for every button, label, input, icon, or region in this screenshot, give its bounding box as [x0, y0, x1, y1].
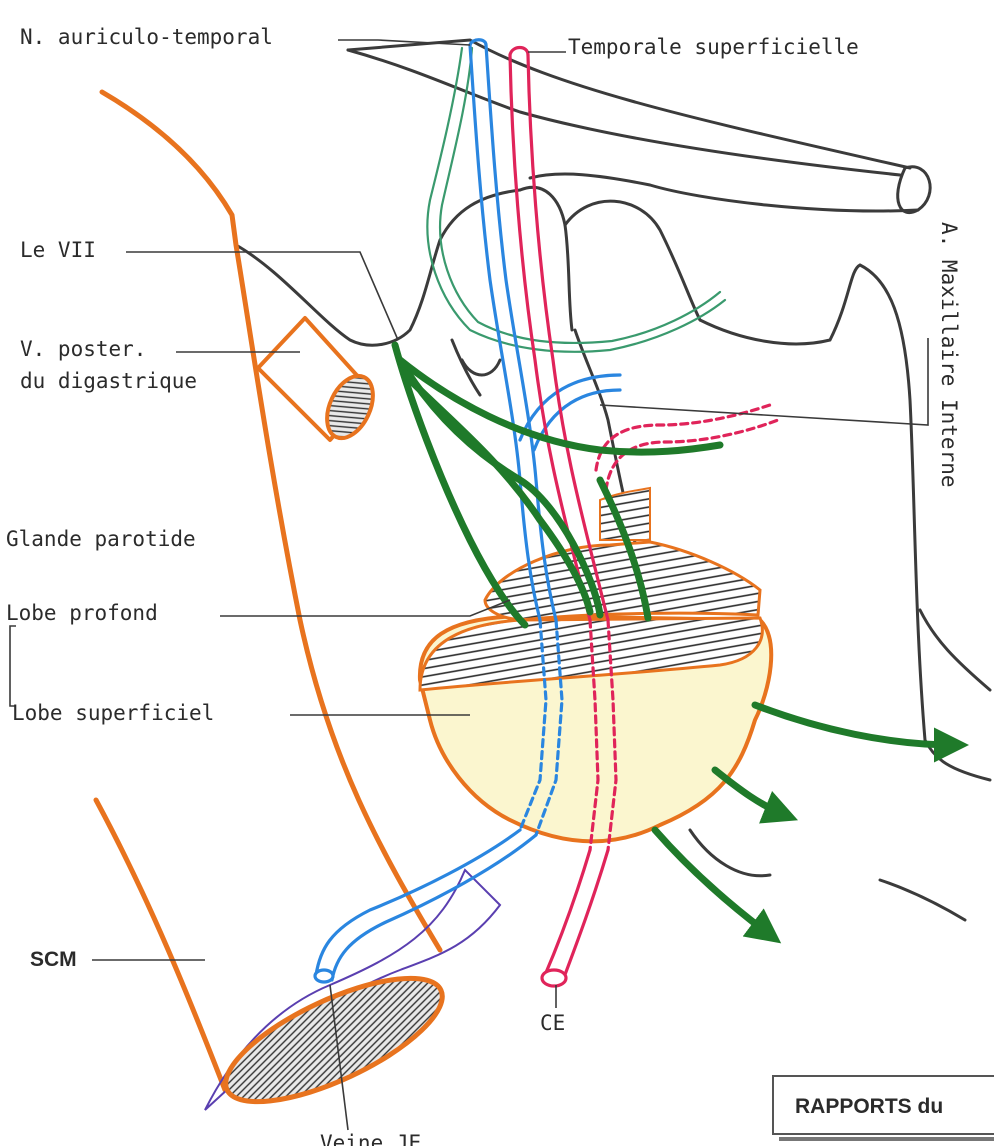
leader-lobe-profond	[220, 600, 510, 616]
label-lobe-profond: Lobe profond	[6, 601, 158, 625]
label-glande-parotide: Glande parotide	[6, 527, 196, 551]
label-lobe-superficiel: Lobe superficiel	[12, 701, 214, 725]
label-scm: SCM	[30, 948, 77, 971]
label-temporale-superficielle: Temporale superficielle	[568, 35, 859, 59]
title-box: RAPPORTS du	[773, 1076, 994, 1139]
label-le-vii: Le VII	[20, 238, 96, 262]
label-v-poster-line1: V. poster.	[20, 337, 146, 361]
label-group: N. auriculo-temporal Temporale superfici…	[6, 25, 961, 1146]
digastric-posterior-belly	[258, 318, 382, 445]
leader-vii	[126, 252, 398, 340]
label-n-auriculo-temporal: N. auriculo-temporal	[20, 25, 273, 49]
scm-muscle	[96, 92, 440, 1090]
label-v-poster-line2: du digastrique	[20, 369, 197, 393]
label-a-maxillaire-interne: A. Maxillaire Interne	[937, 222, 961, 488]
bracket-lobes	[10, 626, 16, 706]
label-veine-bottom: Veine JE	[320, 1131, 421, 1146]
title-box-text: RAPPORTS du	[795, 1095, 943, 1118]
label-ce: CE	[540, 1011, 565, 1035]
internal-jugular-oval	[205, 870, 500, 1126]
leader-maxillaire	[600, 338, 928, 425]
